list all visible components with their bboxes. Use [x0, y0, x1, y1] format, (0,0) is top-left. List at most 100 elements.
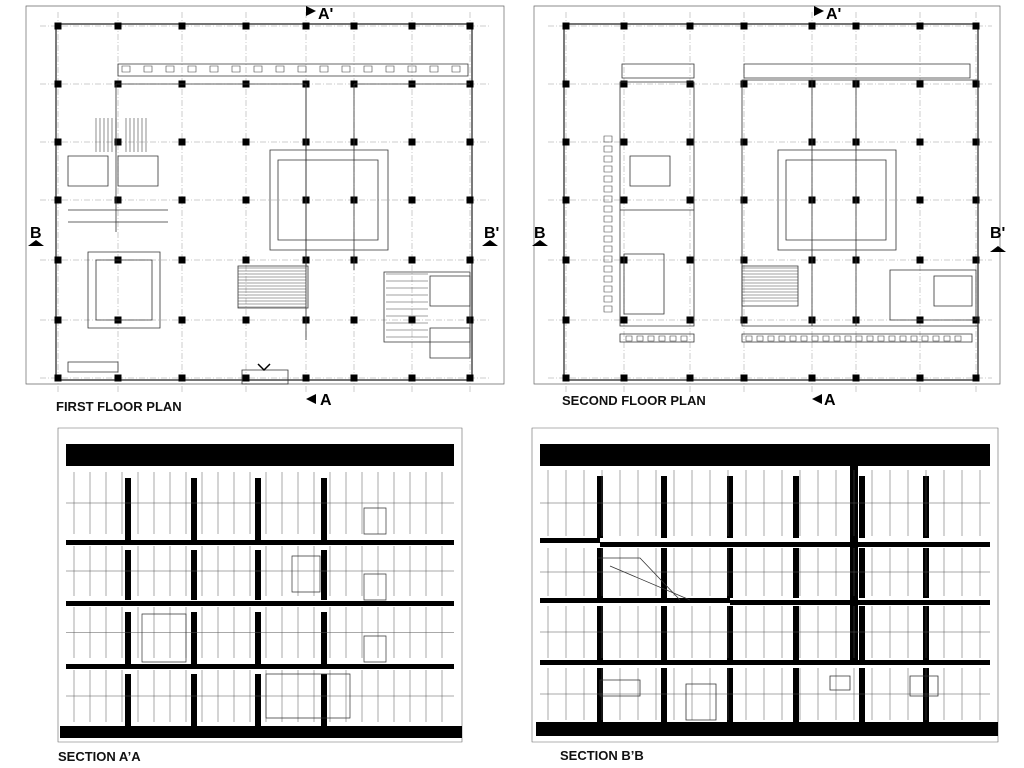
floor-slab	[66, 664, 454, 669]
seat	[604, 206, 612, 212]
structural-column	[54, 196, 62, 204]
floor-slab	[540, 660, 990, 665]
structural-column	[727, 476, 733, 538]
structural-column	[562, 196, 570, 204]
seat	[604, 256, 612, 262]
section-marker-arrow	[306, 6, 316, 16]
structural-column	[661, 668, 667, 722]
structural-column	[255, 612, 261, 664]
seat	[604, 166, 612, 172]
structural-column	[972, 80, 980, 88]
section-marker-arrow	[306, 394, 316, 404]
second-floor-plan: A' A B B'	[532, 6, 1006, 409]
structural-column	[255, 550, 261, 600]
section-b-b-title: SECTION B’B	[560, 748, 644, 763]
structural-column	[859, 476, 865, 538]
structural-column	[242, 256, 250, 264]
seat	[604, 236, 612, 242]
structural-column	[191, 478, 197, 540]
structural-column	[321, 674, 327, 726]
structural-column	[686, 316, 694, 324]
seat	[604, 226, 612, 232]
structural-column	[178, 374, 186, 382]
section-marker-arrow	[814, 6, 824, 16]
structural-column	[916, 256, 924, 264]
structural-column	[466, 196, 474, 204]
structural-column	[350, 316, 358, 324]
structural-column	[178, 256, 186, 264]
structural-column	[972, 22, 980, 30]
structural-column	[408, 196, 416, 204]
seat	[604, 216, 612, 222]
seat	[604, 306, 612, 312]
seat	[867, 336, 873, 341]
seat	[648, 336, 654, 341]
structural-column	[620, 22, 628, 30]
structural-column	[321, 612, 327, 664]
structural-column	[686, 256, 694, 264]
structural-column	[916, 196, 924, 204]
seat	[604, 276, 612, 282]
structural-column	[350, 374, 358, 382]
floor-slab	[600, 542, 990, 547]
structural-column	[661, 548, 667, 598]
section-marker-a-prime: A'	[826, 6, 841, 23]
seat	[144, 66, 152, 72]
structural-column	[620, 196, 628, 204]
seat	[408, 66, 416, 72]
structural-column	[54, 80, 62, 88]
seat	[955, 336, 961, 341]
seat	[604, 246, 612, 252]
seat	[604, 266, 612, 272]
structural-column	[859, 548, 865, 598]
structural-column	[793, 668, 799, 722]
section-marker-a: A	[824, 392, 836, 409]
structural-column	[242, 22, 250, 30]
structural-column	[859, 668, 865, 722]
floor-slab	[730, 600, 990, 605]
structural-column	[178, 196, 186, 204]
seat	[878, 336, 884, 341]
structural-column	[562, 22, 570, 30]
structural-column	[686, 196, 694, 204]
structural-column	[242, 374, 250, 382]
seat	[746, 336, 752, 341]
structural-column	[620, 316, 628, 324]
seat	[604, 176, 612, 182]
seat	[944, 336, 950, 341]
section-marker-b: B	[534, 225, 546, 242]
section-marker-arrow	[28, 240, 44, 246]
seat	[430, 66, 438, 72]
structural-column	[972, 374, 980, 382]
structural-column	[125, 478, 131, 540]
section-marker-arrow	[812, 394, 822, 404]
first-floor-plan-title: FIRST FLOOR PLAN	[56, 399, 182, 414]
seat	[604, 186, 612, 192]
seat	[320, 66, 328, 72]
structural-column	[916, 374, 924, 382]
structural-column	[562, 80, 570, 88]
section-marker-a: A	[320, 392, 332, 409]
floor-slab	[66, 540, 454, 545]
seat	[812, 336, 818, 341]
structural-column	[178, 316, 186, 324]
structural-column	[740, 196, 748, 204]
seat	[681, 336, 687, 341]
structural-column	[191, 612, 197, 664]
structural-column	[740, 374, 748, 382]
structural-column	[727, 606, 733, 660]
structural-column	[466, 256, 474, 264]
structural-column	[597, 606, 603, 660]
structural-column	[727, 668, 733, 722]
seat	[254, 66, 262, 72]
structural-column	[191, 550, 197, 600]
floor-slab	[66, 601, 454, 606]
seat	[452, 66, 460, 72]
structural-column	[114, 374, 122, 382]
structural-column	[178, 22, 186, 30]
structural-column	[408, 316, 416, 324]
structural-column	[793, 606, 799, 660]
section-a-a	[58, 0, 462, 742]
structural-column	[302, 374, 310, 382]
